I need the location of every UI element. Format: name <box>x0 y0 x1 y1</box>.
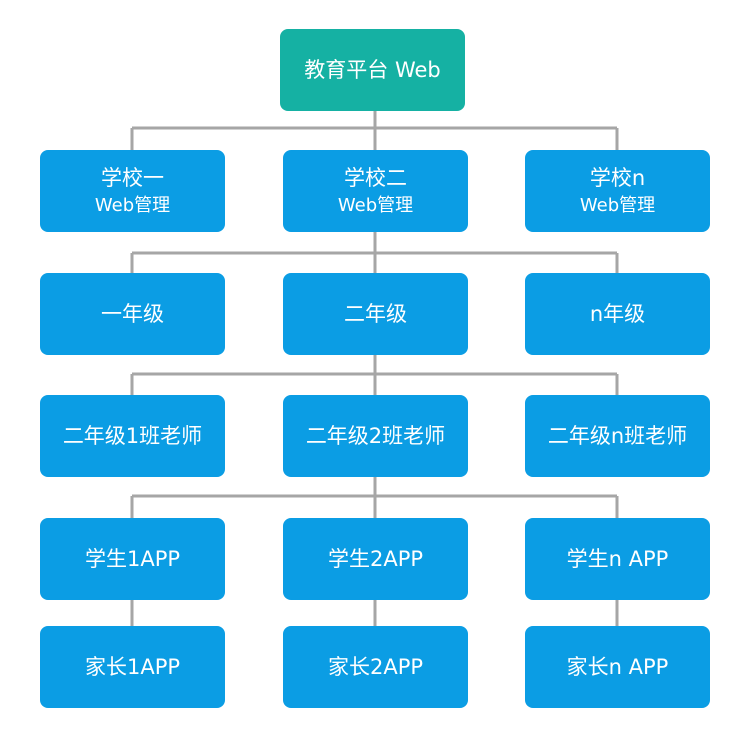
student-app-label: 学生2APP <box>327 547 424 571</box>
school-node-title: 学校二 <box>344 166 407 190</box>
parent-app-label: 家长1APP <box>84 655 181 679</box>
teacher-node-n: 二年级n班老师 <box>525 395 710 477</box>
school-node-subtitle: Web管理 <box>94 195 171 216</box>
school-node-1: 学校一 Web管理 <box>40 150 225 232</box>
student-app-node-1: 学生1APP <box>40 518 225 600</box>
grade-node-2: 二年级 <box>283 273 468 355</box>
parent-app-label: 家长n APP <box>566 655 669 679</box>
grade-node-label: n年级 <box>589 302 646 326</box>
school-node-title: 学校一 <box>101 166 164 190</box>
student-app-label: 学生n APP <box>566 547 669 571</box>
school-node-title: 学校n <box>589 166 646 190</box>
student-app-node-n: 学生n APP <box>525 518 710 600</box>
school-node-subtitle: Web管理 <box>337 195 414 216</box>
teacher-node-label: 二年级n班老师 <box>547 424 688 448</box>
parent-app-node-2: 家长2APP <box>283 626 468 708</box>
root-node-platform-web: 教育平台 Web <box>280 29 465 111</box>
parent-app-label: 家长2APP <box>327 655 424 679</box>
school-node-subtitle: Web管理 <box>579 195 656 216</box>
grade-node-label: 一年级 <box>101 302 164 326</box>
parent-app-node-1: 家长1APP <box>40 626 225 708</box>
grade-node-1: 一年级 <box>40 273 225 355</box>
grade-node-label: 二年级 <box>344 302 407 326</box>
student-app-node-2: 学生2APP <box>283 518 468 600</box>
teacher-node-label: 二年级2班老师 <box>305 424 446 448</box>
root-node-label: 教育平台 Web <box>304 58 441 82</box>
school-node-2: 学校二 Web管理 <box>283 150 468 232</box>
grade-node-n: n年级 <box>525 273 710 355</box>
parent-app-node-n: 家长n APP <box>525 626 710 708</box>
teacher-node-2: 二年级2班老师 <box>283 395 468 477</box>
teacher-node-label: 二年级1班老师 <box>62 424 203 448</box>
student-app-label: 学生1APP <box>84 547 181 571</box>
school-node-n: 学校n Web管理 <box>525 150 710 232</box>
teacher-node-1: 二年级1班老师 <box>40 395 225 477</box>
